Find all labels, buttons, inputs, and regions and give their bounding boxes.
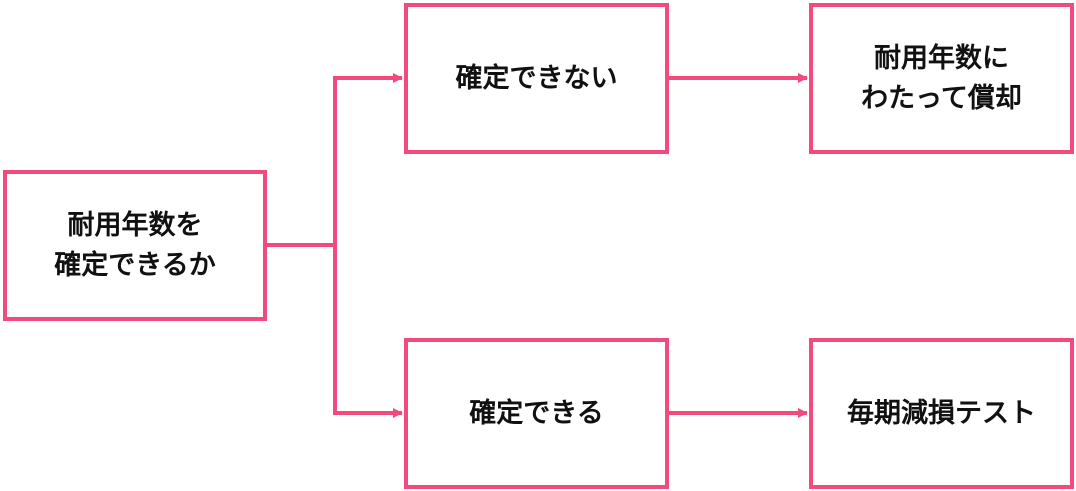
node-amortize-label: 耐用年数に わたって償却 bbox=[861, 42, 1022, 114]
node-root-label: 耐用年数を 確定できるか bbox=[54, 209, 216, 281]
node-impairment-test: 毎期減損テスト bbox=[809, 338, 1074, 489]
node-can-determine: 確定できる bbox=[404, 338, 669, 489]
node-root-question: 耐用年数を 確定できるか bbox=[3, 170, 267, 321]
node-can-label: 確定できる bbox=[469, 397, 604, 429]
node-amortize: 耐用年数に わたって償却 bbox=[809, 3, 1074, 154]
node-impairment-label: 毎期減損テスト bbox=[847, 397, 1036, 429]
node-cannot-determine: 確定できない bbox=[404, 3, 669, 154]
node-cannot-label: 確定できない bbox=[455, 62, 618, 94]
